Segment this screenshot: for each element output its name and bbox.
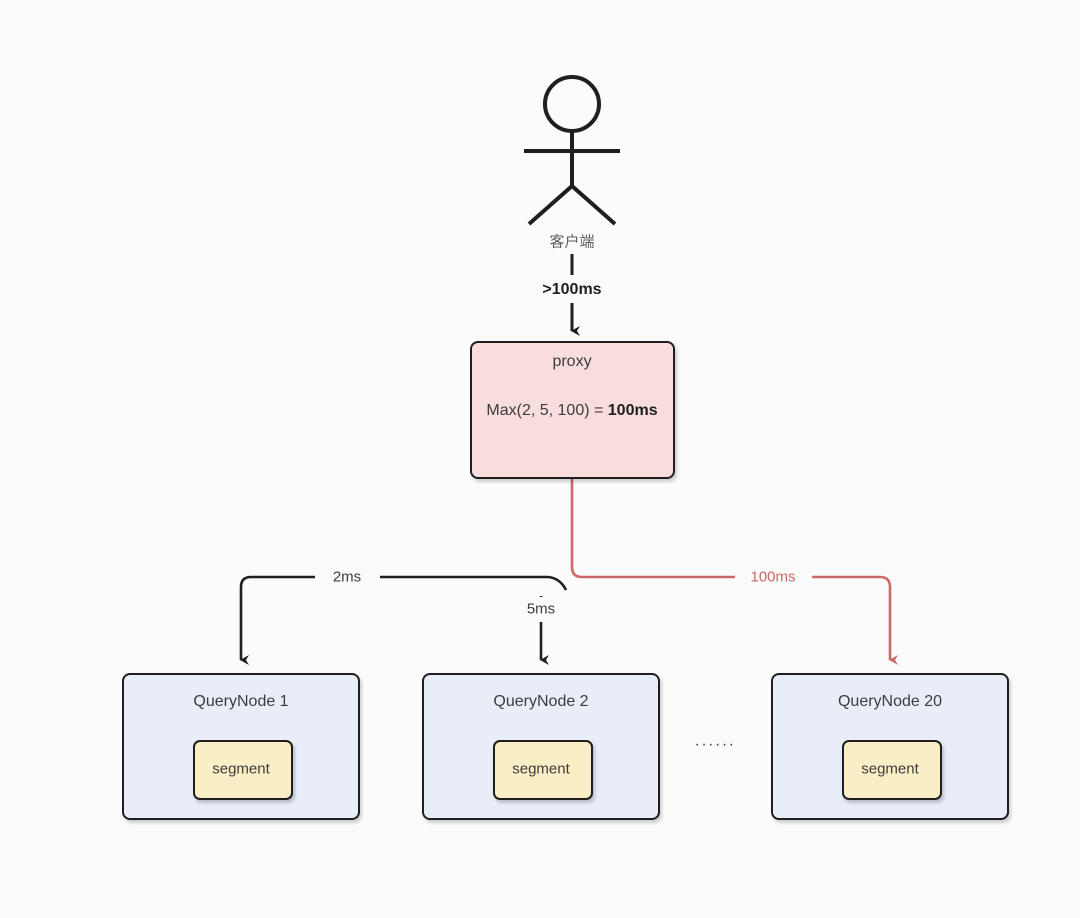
edge-proxy-to-querynode-20 (582, 575, 898, 665)
ellipsis-between-nodes: ······ (694, 736, 736, 753)
querynode-2-segment-label: segment (512, 760, 570, 778)
querynode-20-segment-box[interactable] (842, 740, 942, 800)
edge-label-2ms: 2ms (332, 568, 362, 586)
proxy-formula-value: 100ms (607, 402, 658, 419)
edge-label-5ms: 5ms (526, 600, 556, 618)
querynode-1-title: QueryNode 1 (193, 693, 289, 710)
edge-label-client: >100ms (542, 281, 602, 298)
proxy-formula-prefix: Max(2, 5, 100) = (486, 402, 608, 419)
proxy-title: proxy (552, 353, 592, 370)
edge-proxy-trunk (570, 479, 583, 579)
stick-figure-actor (524, 75, 620, 226)
edge-label-100ms: 100ms (750, 568, 796, 586)
querynode-2-title: QueryNode 2 (493, 693, 589, 710)
querynode-1-segment-box[interactable] (193, 740, 293, 800)
edge-proxy-to-querynode-1 (239, 575, 568, 665)
actor-label: 客户端 (549, 233, 595, 251)
querynode-2-segment-box[interactable] (493, 740, 593, 800)
proxy-box[interactable] (470, 341, 675, 479)
querynode-20-segment-label: segment (861, 760, 919, 778)
querynode-20-title: QueryNode 20 (837, 693, 943, 710)
querynode-1-segment-label: segment (212, 760, 270, 778)
proxy-formula: Max(2, 5, 100) = 100ms (486, 402, 657, 420)
